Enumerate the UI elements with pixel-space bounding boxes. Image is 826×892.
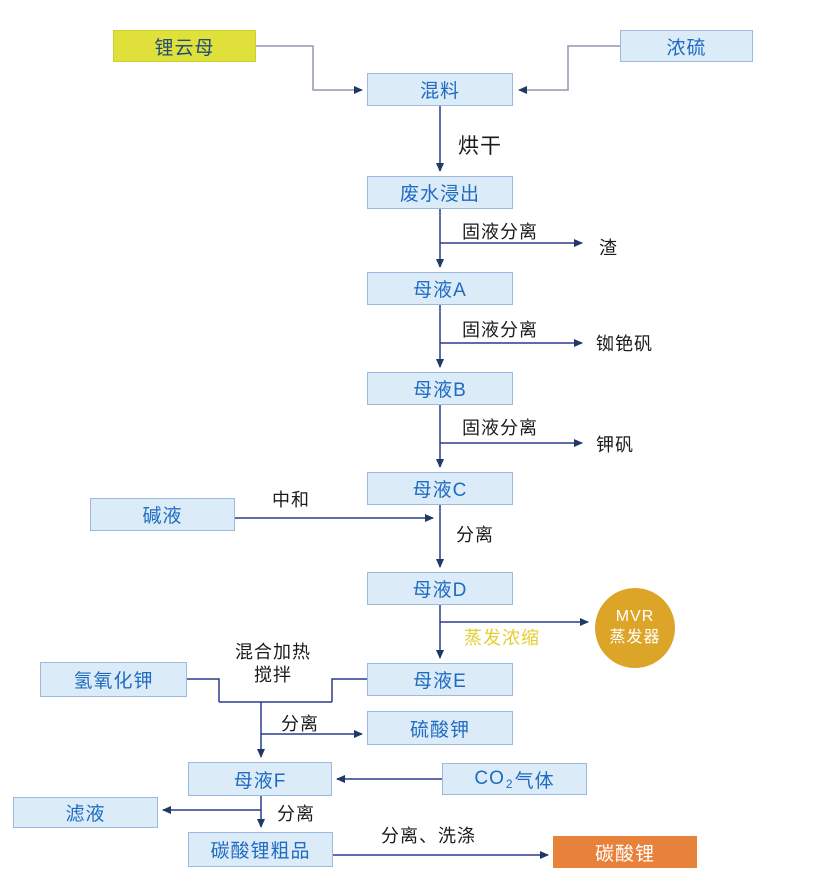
edge-sulfur-to-mixing: [518, 45, 620, 94]
node-mvr-evaporator: MVR 蒸发器: [595, 588, 675, 668]
node-concentrated-sulfur: 浓硫: [620, 30, 753, 62]
label-separation-3: 分离: [277, 804, 315, 824]
edge-lepidolite-to-mixing: [256, 45, 363, 94]
node-potassium-sulfate: 硫酸钾: [367, 711, 513, 745]
mvr-line1: MVR: [615, 608, 655, 626]
node-mother-liquor-f: 母液F: [188, 762, 332, 796]
label-slag: 渣: [599, 238, 618, 258]
label-mixing-heating-stirring: 混合加热 搅拌: [217, 641, 329, 687]
node-crude-lithium-carbonate: 碳酸锂粗品: [188, 832, 333, 867]
label-drying: 烘干: [458, 135, 502, 158]
label-neutralization: 中和: [272, 490, 310, 510]
node-wastewater-leaching: 废水浸出: [367, 176, 513, 209]
label-separation-washing: 分离、洗涤: [381, 826, 476, 846]
label-separation-1: 分离: [456, 525, 494, 545]
label-stirring: 搅拌: [254, 665, 292, 685]
label-potassium-alum: 钾矾: [596, 435, 634, 455]
label-solid-liquid-separation-1: 固液分离: [462, 222, 538, 242]
node-potassium-hydroxide: 氢氧化钾: [40, 662, 187, 697]
node-filtrate: 滤液: [13, 797, 158, 828]
co2-suffix: 气体: [514, 770, 555, 792]
node-mother-liquor-c: 母液C: [367, 472, 513, 505]
label-evaporation-concentration: 蒸发浓缩: [464, 628, 540, 648]
node-lithium-carbonate: 碳酸锂: [553, 836, 697, 868]
node-mother-liquor-b: 母液B: [367, 372, 513, 405]
label-solid-liquid-separation-2: 固液分离: [462, 320, 538, 340]
label-mixing-heating: 混合加热: [235, 642, 311, 662]
co2-subscript: 2: [505, 777, 514, 791]
node-mother-liquor-e: 母液E: [367, 663, 513, 696]
label-rubidium-cesium-alum: 铷铯矾: [596, 334, 653, 354]
node-lepidolite: 锂云母: [113, 30, 256, 62]
edge-koh-to-merge: [187, 678, 220, 702]
node-mother-liquor-a: 母液A: [367, 272, 513, 305]
edge-mle-to-merge: [331, 678, 367, 702]
mvr-line2: 蒸发器: [609, 629, 661, 646]
node-mixing: 混料: [367, 73, 513, 106]
node-mother-liquor-d: 母液D: [367, 572, 513, 605]
node-alkali-liquor: 碱液: [90, 498, 235, 531]
label-separation-2: 分离: [281, 714, 319, 734]
label-solid-liquid-separation-3: 固液分离: [462, 418, 538, 438]
co2-prefix: CO: [474, 768, 505, 789]
